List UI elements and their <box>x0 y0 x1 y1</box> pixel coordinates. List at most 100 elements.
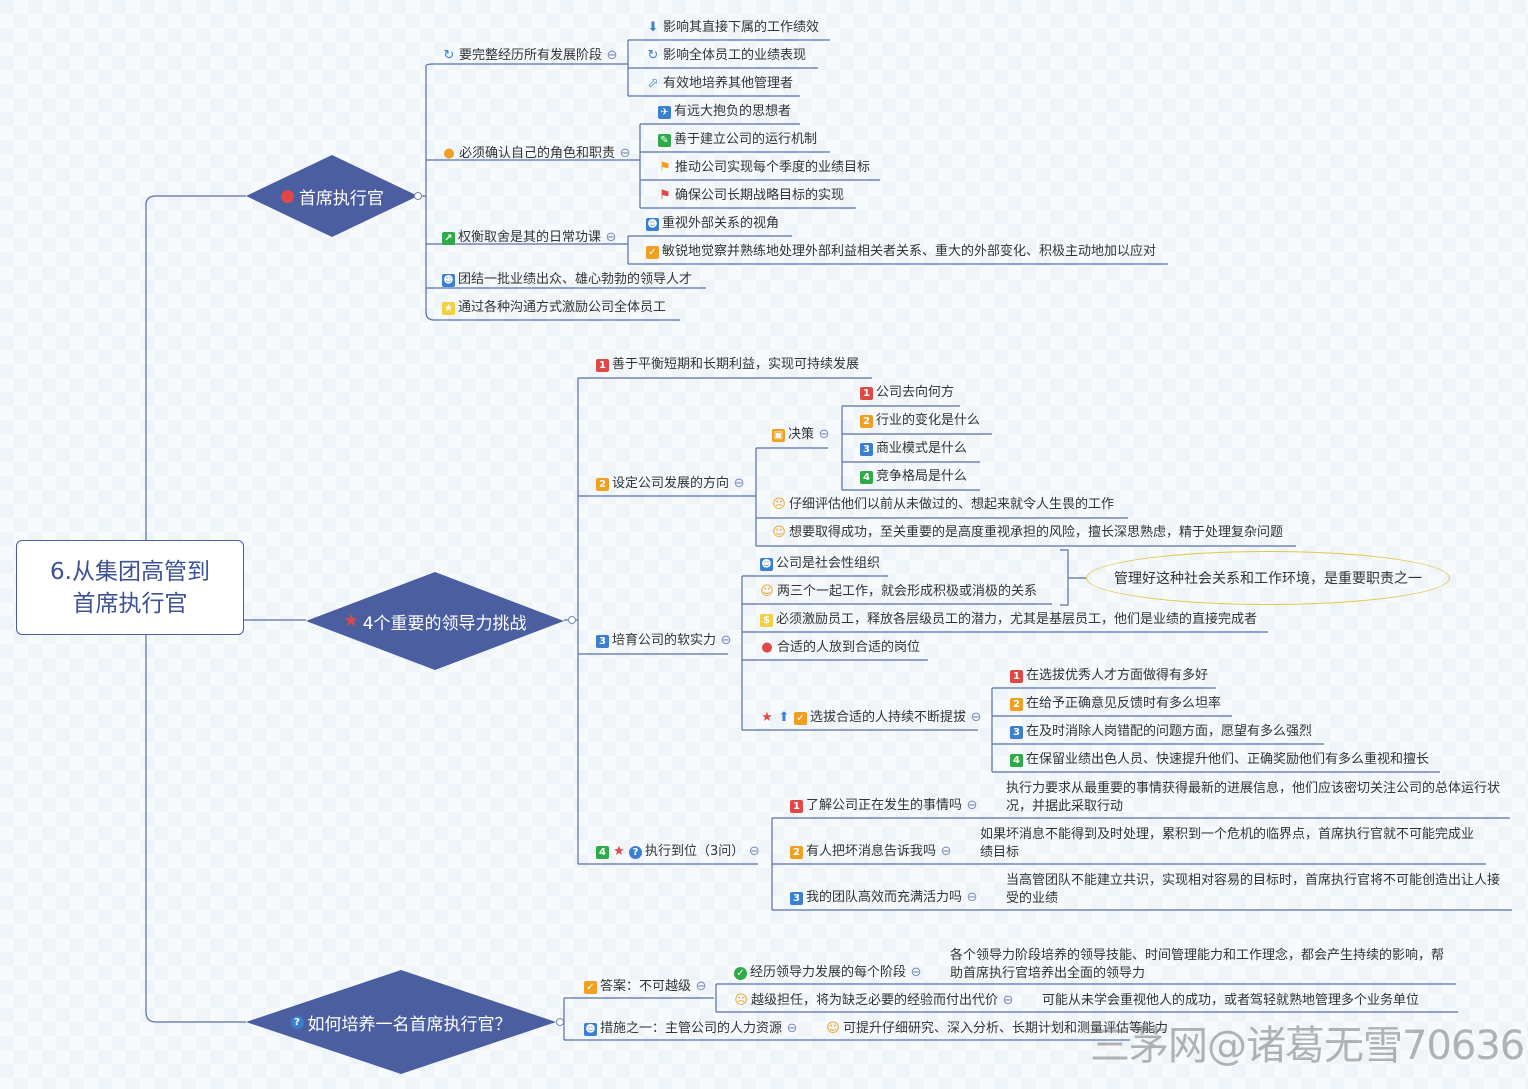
callout-bubble[interactable]: 管理好这种社会关系和工作环境，是重要职责之一 <box>1086 551 1450 605</box>
ceo-tradeoff-item-1[interactable]: ☻重视外部关系的视角 <box>646 216 780 231</box>
number-badge: 2 <box>1010 697 1023 711</box>
ceo-unite[interactable]: ☻团结一批业绩出众、雄心勃勃的领导人才 <box>442 272 693 287</box>
branch-howto[interactable]: ?如何培养一名首席执行官？ <box>246 970 556 1074</box>
check-icon: ✓ <box>734 966 747 980</box>
collapse-icon[interactable]: ⊖ <box>786 1021 798 1036</box>
flag-icon: ⚑ <box>659 188 671 203</box>
number-badge: 4 <box>860 470 873 484</box>
thumbs-up-icon: ✓ <box>646 245 659 259</box>
collapse-icon[interactable]: ⊖ <box>966 890 978 905</box>
people-icon: ☻ <box>646 217 659 231</box>
collapse-icon[interactable]: ⊖ <box>720 633 732 648</box>
branch-ceo[interactable]: ●首席执行官 <box>246 155 418 237</box>
collapse-icon[interactable]: ⊖ <box>733 476 745 491</box>
collapse-icon[interactable]: ⊖ <box>619 146 631 161</box>
ceo-stages-item-1[interactable]: ⬇影响其直接下属的工作绩效 <box>647 20 820 35</box>
thumbs-up-icon: ✓ <box>794 711 807 725</box>
number-badge: 1 <box>790 799 803 813</box>
ceo-role-item-1[interactable]: ✈有远大抱负的思想者 <box>658 103 791 121</box>
collapse-icon[interactable]: ⊖ <box>940 844 952 859</box>
refresh-icon: ↻ <box>443 48 455 63</box>
watermark: 三茅网@诸葛无雪70636 <box>1090 1023 1525 1069</box>
number-badge: 2 <box>860 414 873 428</box>
branch-challenges-label: 4个重要的领导力挑战 <box>362 613 527 634</box>
arrow-down-icon: ⬇ <box>647 20 659 35</box>
collapse-icon[interactable]: ⊖ <box>748 844 760 859</box>
arrow-up-icon: ⬆ <box>778 710 790 725</box>
ceo-role-item-3[interactable]: ⚑推动公司实现每个季度的业绩目标 <box>659 160 871 175</box>
ceo-stages-item-3[interactable]: ⬀有效地培养其他管理者 <box>647 76 794 91</box>
collapse-icon[interactable]: ⊖ <box>1002 993 1014 1008</box>
person-icon: ● <box>280 186 295 206</box>
surprised-face-icon: ☺ <box>772 525 786 540</box>
right-person[interactable]: ●合适的人放到合适的岗位 <box>761 640 921 655</box>
answer-every-stage-desc: 各个领导力阶段培养的领导技能、时间管理能力和工作理念，都会产生持续的影响，帮助首… <box>950 948 1445 981</box>
measure[interactable]: ☻措施之一：主管公司的人力资源⊖ <box>584 1021 798 1036</box>
root-topic[interactable]: 6.从集团高管到 首席执行官 <box>16 540 244 635</box>
star-icon: ★ <box>761 710 773 725</box>
number-badge: 1 <box>860 386 873 400</box>
challenge-4[interactable]: 4★?执行到位（3问）⊖ <box>596 843 761 861</box>
encourage[interactable]: $必须激励员工，释放各层级员工的潜力，尤其是基层员工，他们是业绩的直接完成者 <box>760 611 1257 629</box>
flag-icon: ⚑ <box>659 160 671 175</box>
dollar-icon: $ <box>760 613 773 627</box>
collapse-icon[interactable]: ⊖ <box>966 798 978 813</box>
answer-skip-desc: 可能从未学会重视他人的成功，或者驾轻就熟地管理多个业务单位 <box>1042 993 1420 1008</box>
success[interactable]: ☺想要取得成功，至关重要的是高度重视承担的风险，擅长深思熟虑，精于处理复杂问题 <box>772 525 1284 540</box>
collapse-icon[interactable]: ⊖ <box>606 48 618 63</box>
ceo-stages[interactable]: ↻要完整经历所有发展阶段⊖ <box>443 48 618 63</box>
decision[interactable]: ▣决策⊖ <box>772 427 830 442</box>
collapse-toggle[interactable] <box>568 616 576 624</box>
ceo-tradeoff-item-2[interactable]: ✓敏锐地觉察并熟练地处理外部利益相关者关系、重大的外部变化、积极主动地加以应对 <box>646 243 1156 261</box>
promote[interactable]: ★⬆✓选拔合适的人持续不断提拔⊖ <box>761 710 982 725</box>
collapse-toggle[interactable] <box>414 192 422 200</box>
branch-challenges[interactable]: ★4个重要的领导力挑战 <box>306 572 564 670</box>
ceo-stages-item-2[interactable]: ↻影响全体员工的业绩表现 <box>647 48 807 63</box>
smile-icon: ☺ <box>826 1021 840 1036</box>
pencil-icon: ✎ <box>658 133 671 147</box>
number-badge: 3 <box>790 891 803 905</box>
root-title: 6.从集团高管到 首席执行官 <box>50 558 210 617</box>
social[interactable]: ☻公司是社会性组织 <box>760 556 881 571</box>
number-badge: 3 <box>596 634 609 648</box>
collapse-icon[interactable]: ⊖ <box>818 427 830 442</box>
collapse-icon[interactable]: ⊖ <box>605 230 617 245</box>
ceo-role-item-4[interactable]: ⚑确保公司长期战略目标的实现 <box>659 188 845 203</box>
number-badge: 2 <box>790 845 803 859</box>
ceo-role-item-2[interactable]: ✎善于建立公司的运行机制 <box>658 131 817 149</box>
ceo-motivate[interactable]: ★通过各种沟通方式激励公司全体员工 <box>442 299 666 317</box>
people-icon: ☻ <box>584 1022 597 1036</box>
ceo-role[interactable]: ●必须确认自己的角色和职责⊖ <box>443 146 631 161</box>
collapse-icon[interactable]: ⊖ <box>970 710 982 725</box>
answer-skip[interactable]: ☹越级担任，将为缺乏必要的经验而付出代价⊖ <box>734 993 1014 1008</box>
cart-icon: ▣ <box>772 428 785 442</box>
answer[interactable]: ✓答案：不可越级⊖ <box>584 978 708 996</box>
collapse-icon[interactable]: ⊖ <box>695 979 707 994</box>
evaluate[interactable]: ☹仔细评估他们以前从未做过的、想起来就令人生畏的工作 <box>772 497 1115 512</box>
answer-every-stage[interactable]: ✓经历领导力发展的每个阶段⊖ <box>734 964 923 982</box>
number-badge: 1 <box>596 358 609 372</box>
number-badge: 4 <box>1010 753 1023 767</box>
person-icon: ● <box>761 640 773 655</box>
collapse-icon[interactable]: ⊖ <box>910 965 922 980</box>
ceo-tradeoff[interactable]: ↗权衡取舍是其的日常功课⊖ <box>442 229 618 247</box>
people-icon: ☻ <box>442 273 455 287</box>
three-people[interactable]: ☺两三个一起工作，就会形成积极或消极的关系 <box>760 584 1038 599</box>
collapse-toggle[interactable] <box>556 1018 564 1026</box>
number-badge: 3 <box>860 442 873 456</box>
